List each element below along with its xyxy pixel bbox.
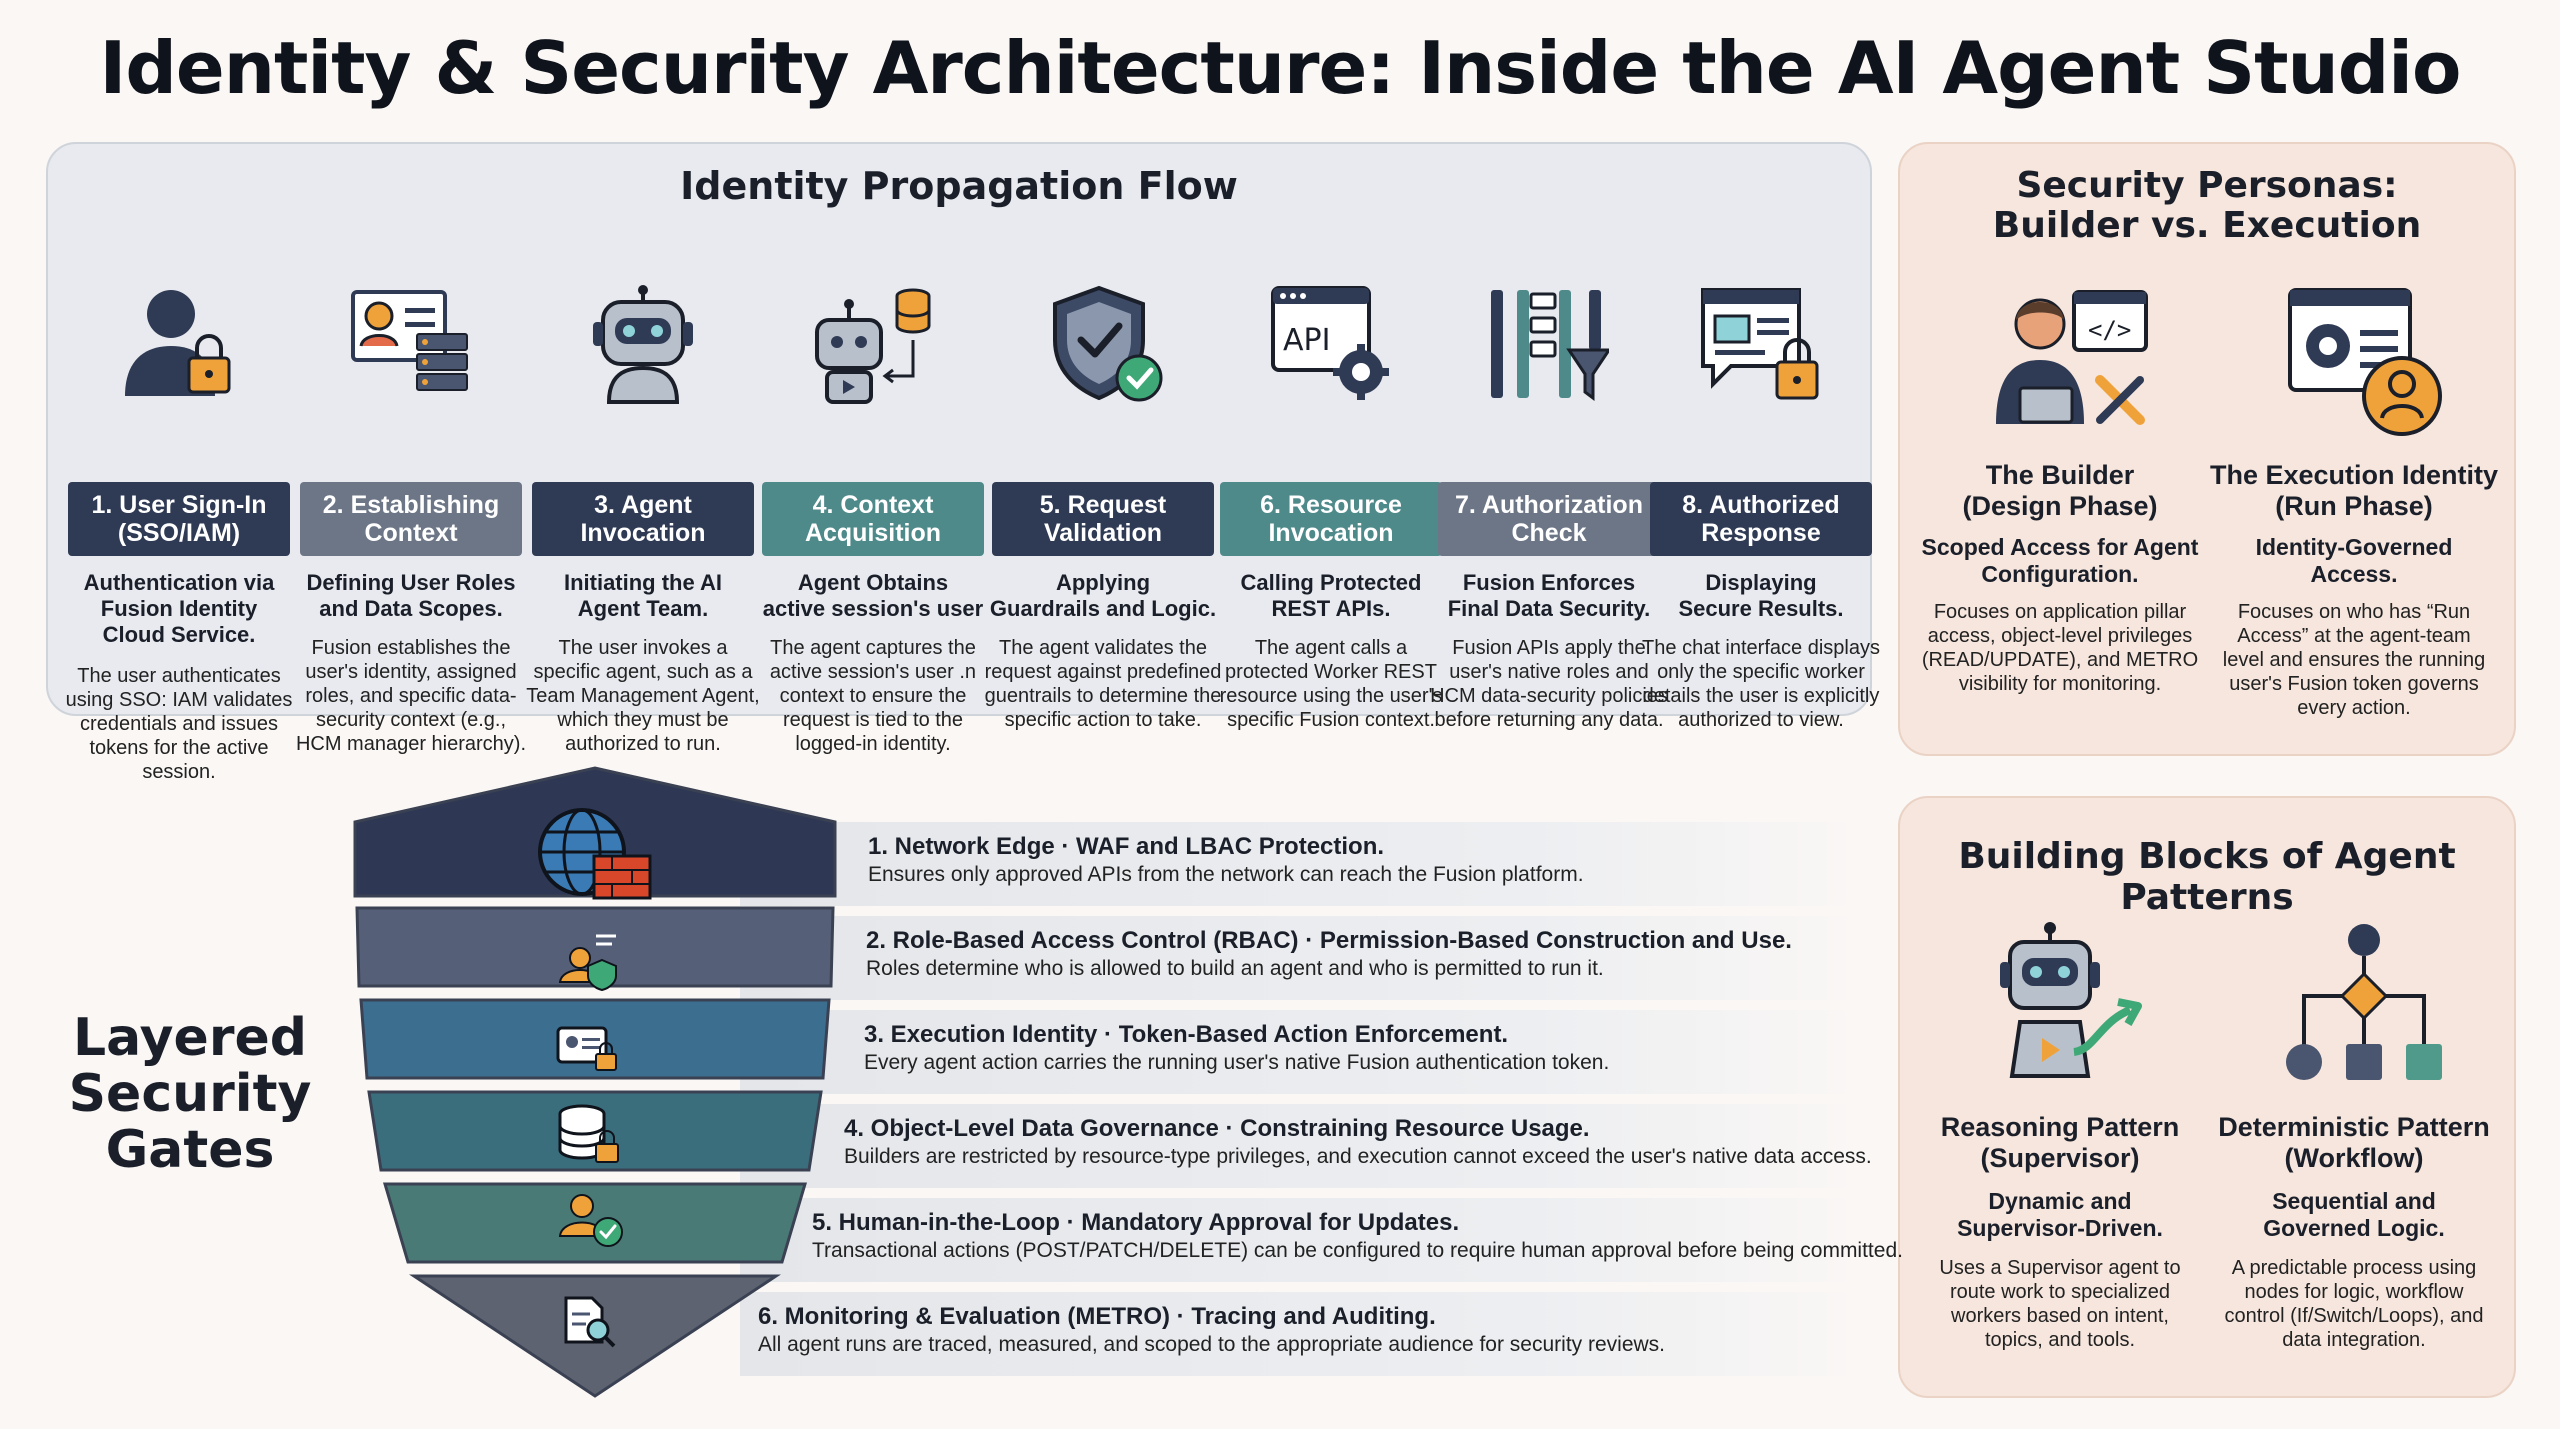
flow-step-1-desc: The user authenticates using SSO: IAM va… xyxy=(65,665,293,783)
deterministic-subtitle: Sequential and Governed Logic. xyxy=(2263,1188,2445,1241)
flow-step-3-heading: Initiating the AI Agent Team. xyxy=(563,570,723,621)
user-lock-icon xyxy=(119,284,239,404)
reasoning-title: Reasoning Pattern (Supervisor) xyxy=(1940,1112,2180,1173)
flow-step-5-heading: Applying Guardrails and Logic. xyxy=(989,570,1217,621)
flow-step-8-heading: Displaying Secure Results. xyxy=(1678,570,1844,621)
execution-subtitle: Identity-Governed Access. xyxy=(2255,534,2453,587)
flow-title: Identity Propagation Flow xyxy=(680,164,1238,208)
gate-4-title: 4. Object-Level Data Governance · Constr… xyxy=(844,1115,1590,1142)
document-search-icon xyxy=(564,1296,616,1348)
blocks-title: Building Blocks of Agent Patterns xyxy=(1958,836,2456,918)
execution-desc: Focuses on who has “Run Access” at the a… xyxy=(2222,601,2486,719)
api-gear-icon: API xyxy=(1271,284,1391,404)
flow-step-7-heading: Fusion Enforces Final Data Security. xyxy=(1447,570,1651,621)
gate-5-bar xyxy=(740,1198,1860,1282)
builder-subtitle: Scoped Access for Agent Configuration. xyxy=(1921,534,2199,587)
shield-check-icon xyxy=(1043,284,1163,404)
gate-2: 2. Role-Based Access Control (RBAC) · Pe… xyxy=(866,926,1792,982)
security-shield xyxy=(353,766,837,1398)
user-shield-icon xyxy=(558,934,617,992)
builder-title: The Builder (Design Phase) xyxy=(1962,460,2158,521)
personas-title: Security Personas: Builder vs. Execution xyxy=(1992,165,2422,246)
gate-3-bar xyxy=(740,1010,1860,1094)
flow-step-2-heading: Defining User Roles and Data Scopes. xyxy=(306,570,516,621)
building-blocks-panel: Building Blocks of Agent Patterns Reason… xyxy=(1898,796,2516,1398)
id-card-lock-icon xyxy=(556,1026,617,1071)
flow-step-5-label: 5. Request Validation xyxy=(992,482,1214,556)
execution-identity-icon xyxy=(2284,284,2444,444)
id-card-server-icon xyxy=(351,284,471,404)
gate-4-desc: Builders are restricted by resource-type… xyxy=(844,1145,1872,1168)
flow-step-2-label: 2. Establishing Context xyxy=(300,482,522,556)
workflow-tree-icon xyxy=(2284,922,2444,1082)
gates-title: Layered Security Gates xyxy=(68,1008,312,1180)
builder-desc: Focuses on application pillar access, ob… xyxy=(1921,601,2199,695)
flow-step-3-label: 3. Agent Invocation xyxy=(532,482,754,556)
filter-pillars-icon xyxy=(1489,284,1612,404)
flow-step-3-desc: The user invokes a specific agent, such … xyxy=(526,637,760,755)
gate-5-title: 5. Human-in-the-Loop · Mandatory Approva… xyxy=(812,1209,1460,1236)
gate-1-title: 1. Network Edge · WAF and LBAC Protectio… xyxy=(868,833,1385,860)
gate-5: 5. Human-in-the-Loop · Mandatory Approva… xyxy=(812,1208,1903,1264)
flow-step-1-heading: Authentication via Fusion Identity Cloud… xyxy=(83,570,275,647)
gate-6-bar xyxy=(740,1292,1860,1376)
security-personas-panel: Security Personas: Builder vs. Execution… xyxy=(1898,142,2516,756)
reasoning-desc: Uses a Supervisor agent to route work to… xyxy=(1939,1257,2181,1351)
svg-text:</>: </> xyxy=(2088,316,2131,344)
gate-1-desc: Ensures only approved APIs from the netw… xyxy=(868,863,1584,886)
deterministic-desc: A predictable process using nodes for lo… xyxy=(2224,1257,2484,1351)
database-lock-icon xyxy=(558,1104,619,1163)
gate-2-layer xyxy=(355,906,835,988)
flow-step-7-desc: Fusion APIs apply the user's native role… xyxy=(1430,637,1668,731)
gate-5-layer xyxy=(382,1182,808,1264)
gate-6-title: 6. Monitoring & Evaluation (METRO) · Tra… xyxy=(758,1303,1436,1330)
flow-step-7-label: 7. Authorization Check xyxy=(1438,482,1660,556)
reasoning-subtitle: Dynamic and Supervisor-Driven. xyxy=(1957,1188,2163,1241)
builder-icon: </> xyxy=(1990,284,2150,444)
gate-5-desc: Transactional actions (POST/PATCH/DELETE… xyxy=(812,1239,1903,1262)
gate-4-bar xyxy=(740,1104,1860,1188)
chat-lock-icon xyxy=(1701,284,1821,404)
identity-flow-panel: Identity Propagation Flow 1. User Sign-I… xyxy=(46,142,1880,783)
flow-step-6-desc: The agent calls a protected Worker REST … xyxy=(1219,637,1443,731)
svg-text:API: API xyxy=(1283,323,1330,358)
robot-headset-icon xyxy=(583,284,703,404)
flow-step-8-desc: The chat interface displays only the spe… xyxy=(1642,637,1880,731)
gate-3: 3. Execution Identity · Token-Based Acti… xyxy=(864,1020,1609,1076)
gate-2-bar xyxy=(740,916,1860,1000)
flow-step-4-label: 4. Context Acquisition xyxy=(762,482,984,556)
reasoning-robot-icon xyxy=(1990,922,2150,1082)
flow-step-4-heading: Agent Obtains active session's user xyxy=(762,570,984,621)
execution-title: The Execution Identity (Run Phase) xyxy=(2209,460,2499,521)
user-approve-icon xyxy=(558,1194,623,1247)
flow-step-5-desc: The agent validates the request against … xyxy=(984,637,1222,731)
gate-1: 1. Network Edge · WAF and LBAC Protectio… xyxy=(868,832,1584,888)
gate-3-desc: Every agent action carries the running u… xyxy=(864,1051,1610,1074)
gate-1-bar xyxy=(740,822,1860,906)
gate-2-title: 2. Role-Based Access Control (RBAC) · Pe… xyxy=(866,927,1792,954)
gate-6: 6. Monitoring & Evaluation (METRO) · Tra… xyxy=(758,1302,1665,1358)
gate-3-title: 3. Execution Identity · Token-Based Acti… xyxy=(864,1021,1509,1048)
flow-step-6-label: 6. Resource Invocation xyxy=(1220,482,1442,556)
deterministic-title: Deterministic Pattern (Workflow) xyxy=(2218,1112,2490,1173)
robot-database-icon xyxy=(813,284,933,404)
gate-6-desc: All agent runs are traced, measured, and… xyxy=(758,1333,1666,1356)
page-title: Identity & Security Architecture: Inside… xyxy=(99,26,2462,110)
gate-4: 4. Object-Level Data Governance · Constr… xyxy=(844,1114,1872,1170)
flow-step-1-label: 1. User Sign-In (SSO/IAM) xyxy=(68,482,290,556)
flow-step-4-desc: The agent captures the active session's … xyxy=(769,637,977,755)
flow-step-2-desc: Fusion establishes the user's identity, … xyxy=(295,637,527,755)
flow-step-6-heading: Calling Protected REST APIs. xyxy=(1240,570,1422,621)
flow-step-8-label: 8. Authorized Response xyxy=(1650,482,1872,556)
globe-firewall-icon xyxy=(538,808,652,900)
gate-2-desc: Roles determine who is allowed to build … xyxy=(866,957,1604,980)
